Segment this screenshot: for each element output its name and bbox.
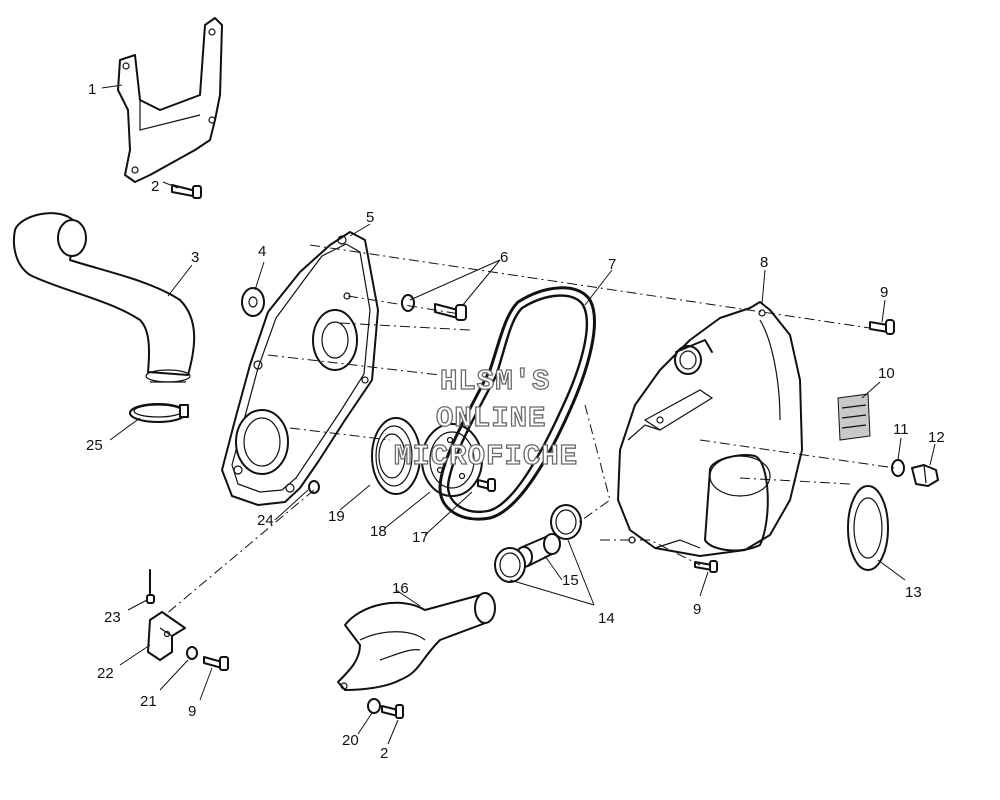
drive-belt bbox=[438, 286, 596, 521]
bolt-cover-bottom bbox=[694, 560, 718, 573]
outer-clutch-cover bbox=[617, 301, 803, 557]
watermark: HLSM'S ONLINE MICROFICHE bbox=[393, 364, 578, 473]
angle-bracket bbox=[147, 611, 186, 661]
cover-bolt-with-washer bbox=[401, 294, 467, 321]
washer-20 bbox=[367, 698, 381, 714]
callout-18: 18 bbox=[370, 523, 387, 540]
washer-24 bbox=[308, 480, 320, 494]
callout-6: 6 bbox=[500, 249, 508, 266]
watermark-line-3: MICROFICHE bbox=[394, 440, 578, 473]
leader-lines bbox=[101, 84, 936, 745]
plate-screw bbox=[477, 478, 496, 492]
alignment-lines bbox=[164, 244, 896, 616]
callout-12: 12 bbox=[928, 429, 945, 446]
callout-15: 15 bbox=[562, 572, 579, 589]
bolt-cover-top bbox=[869, 319, 895, 335]
callout-17: 17 bbox=[412, 529, 429, 546]
callout-4: 4 bbox=[258, 243, 266, 260]
callout-5: 5 bbox=[366, 209, 374, 226]
screw-23 bbox=[146, 569, 155, 604]
callout-labels: 1 2 3 4 5 6 7 8 9 10 11 12 13 9 14 15 16… bbox=[86, 81, 945, 762]
callout-25: 25 bbox=[86, 437, 103, 454]
callout-14: 14 bbox=[598, 610, 615, 627]
callout-9-c: 9 bbox=[188, 703, 196, 720]
washer-4 bbox=[241, 287, 265, 317]
bearing-upper bbox=[550, 504, 582, 540]
hose-clamp bbox=[129, 403, 189, 423]
callout-9-a: 9 bbox=[880, 284, 888, 301]
callout-21: 21 bbox=[140, 693, 157, 710]
exhaust-duct bbox=[337, 592, 496, 691]
callout-3: 3 bbox=[191, 249, 199, 266]
callout-9-b: 9 bbox=[693, 601, 701, 618]
callout-24: 24 bbox=[257, 512, 274, 529]
callout-8: 8 bbox=[760, 254, 768, 271]
callout-22: 22 bbox=[97, 665, 114, 682]
callout-11: 11 bbox=[893, 421, 909, 438]
drain-plug bbox=[911, 464, 939, 487]
intake-hose bbox=[12, 212, 196, 383]
bearing-lower bbox=[494, 547, 526, 583]
warning-decal bbox=[837, 393, 871, 441]
watermark-line-2: ONLINE bbox=[436, 402, 546, 435]
bearing-plate bbox=[421, 423, 483, 497]
mounting-bracket bbox=[117, 17, 223, 183]
watermark-line-1: HLSM'S bbox=[440, 365, 550, 398]
bolt-top bbox=[171, 184, 202, 199]
callout-2-b: 2 bbox=[380, 745, 388, 762]
shaft-seal bbox=[371, 417, 421, 495]
callout-13: 13 bbox=[905, 584, 922, 601]
washer-21 bbox=[186, 646, 198, 660]
cover-gasket bbox=[847, 485, 889, 571]
callout-1: 1 bbox=[88, 81, 96, 98]
callout-23: 23 bbox=[104, 609, 121, 626]
callout-10: 10 bbox=[878, 365, 895, 382]
bolt-bottom bbox=[381, 704, 404, 719]
callout-2: 2 bbox=[151, 178, 159, 195]
callout-20: 20 bbox=[342, 732, 359, 749]
callout-16: 16 bbox=[392, 580, 409, 597]
bolt-9-lower bbox=[203, 656, 229, 671]
callout-7: 7 bbox=[608, 256, 616, 273]
callout-19: 19 bbox=[328, 508, 345, 525]
inner-clutch-cover bbox=[221, 231, 379, 506]
